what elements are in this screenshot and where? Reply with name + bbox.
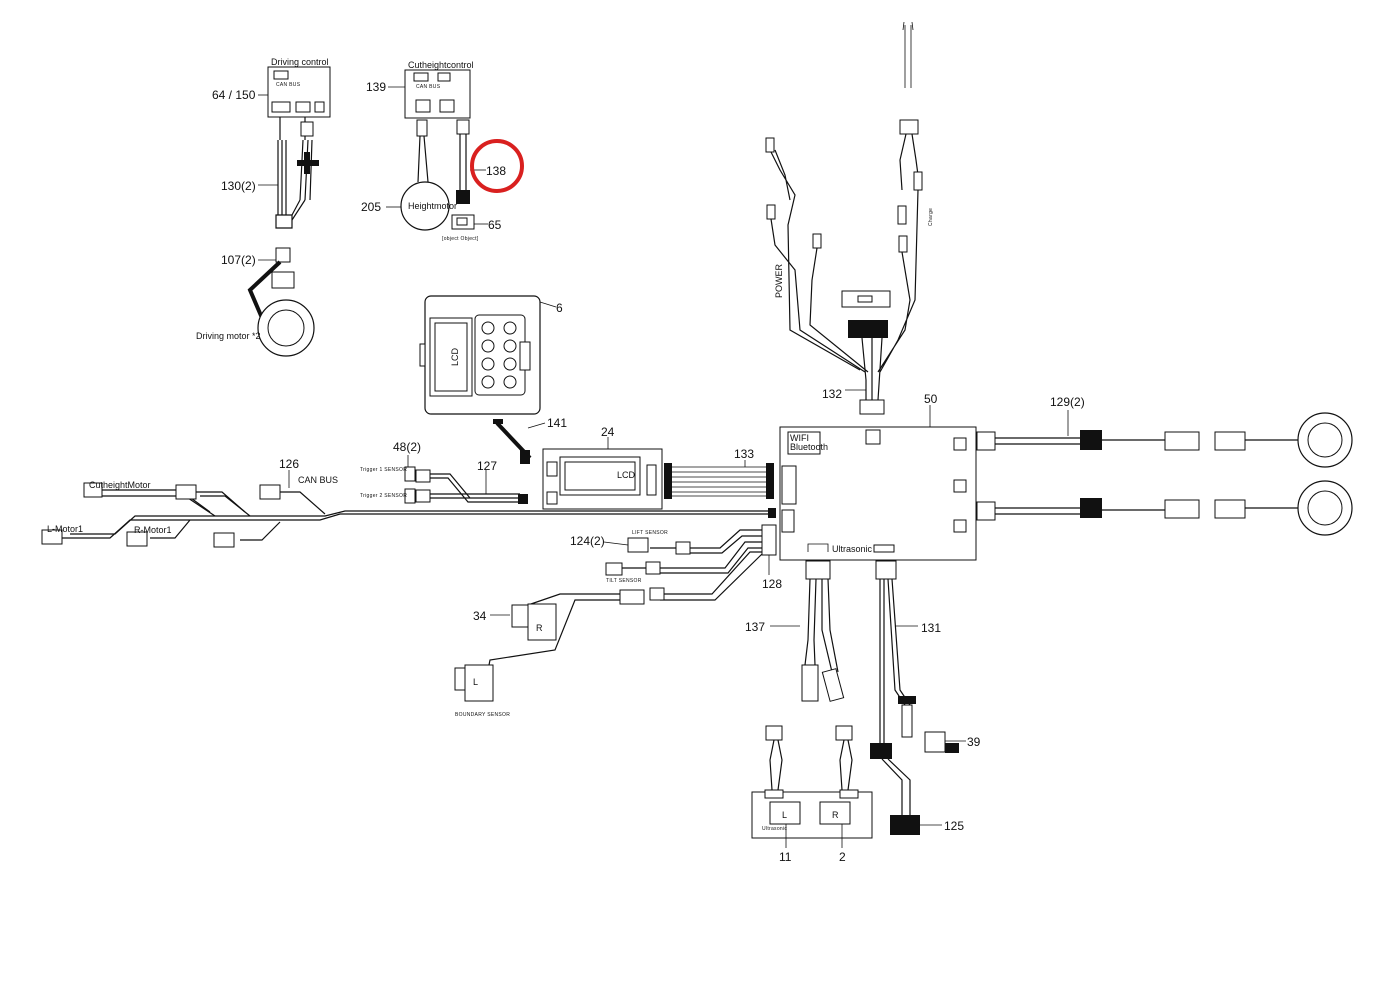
callout-137[interactable]: 137 — [745, 620, 765, 634]
callout-127[interactable]: 127 — [477, 459, 497, 473]
motor-harness-129-upper[interactable] — [976, 412, 1353, 468]
cutheight-can-bus-label: CAN BUS — [416, 84, 441, 90]
callout-24[interactable]: 24 — [601, 425, 615, 439]
power-harness-132[interactable]: Charge POWER — [765, 21, 934, 415]
part-141[interactable] — [493, 419, 532, 464]
main-board-wifi-label: WIFI — [790, 433, 809, 443]
callout-131[interactable]: 131 — [921, 621, 941, 635]
trigger-sensor-1-label: Trigger 1 SENSOR — [360, 467, 407, 473]
callout-11[interactable]: 11 — [779, 850, 792, 864]
lcd-board-24[interactable]: LCD — [542, 448, 663, 510]
cutheight-control-title: Cutheightcontrol — [408, 60, 474, 70]
callout-130[interactable]: 130(2) — [221, 179, 256, 193]
harness-128[interactable]: LIFT SENSOR TILT SENSOR — [605, 524, 777, 601]
driving-motor[interactable]: Driving motor *2 — [196, 247, 315, 357]
callout-141[interactable]: 141 — [547, 416, 567, 430]
board-24-lcd-label: LCD — [617, 470, 636, 480]
callout-128[interactable]: 128 — [762, 577, 782, 591]
display-lcd-label: LCD — [450, 347, 460, 366]
harness-131[interactable] — [870, 560, 920, 835]
callout-139[interactable]: 139 — [366, 80, 386, 94]
callout-64-150[interactable]: 64 / 150 — [212, 88, 256, 102]
highlight-ring-138 — [470, 139, 524, 193]
callout-205[interactable]: 205 — [361, 200, 381, 214]
tilt-sensor-label: TILT SENSOR — [606, 578, 642, 584]
callout-133[interactable]: 133 — [734, 447, 754, 461]
power-lead-label: POWER — [774, 263, 784, 298]
lift-sensor-label: LIFT SENSOR — [632, 530, 668, 536]
ribbon-cable-133[interactable] — [664, 463, 774, 499]
main-board-ultrasonic-label: Ultrasonic — [832, 544, 873, 554]
callout-138[interactable]: 138 — [486, 164, 506, 178]
callout-34[interactable]: 34 — [473, 609, 487, 623]
l-motor-label: L-Motor1 — [47, 524, 83, 534]
callout-129[interactable]: 129(2) — [1050, 395, 1085, 409]
harness-137[interactable] — [801, 560, 845, 702]
rain-sensor-r: R — [536, 623, 543, 633]
trigger-sensors-48[interactable]: Trigger 1 SENSOR Trigger 2 SENSOR — [360, 466, 528, 504]
driving-motor-label: Driving motor *2 — [196, 331, 261, 341]
driving-control-module[interactable]: Driving control CAN BUS — [267, 57, 331, 118]
motor-harness-129-lower[interactable] — [976, 480, 1353, 536]
callout-126[interactable]: 126 — [279, 457, 299, 471]
harness-138[interactable] — [456, 119, 470, 204]
callout-2[interactable]: 2 — [839, 850, 846, 864]
callout-132[interactable]: 132 — [822, 387, 842, 401]
display-panel[interactable]: LCD — [419, 295, 541, 415]
cutheight-control-module[interactable]: Cutheightcontrol CAN BUS — [404, 60, 474, 119]
cutheight-motor-label: CutheightMotor — [89, 480, 151, 490]
part-39[interactable] — [924, 731, 959, 753]
callout-65[interactable]: 65 — [488, 218, 502, 232]
harness-126[interactable]: CutheightMotor CAN BUS L-Motor1 R-Motor1 — [41, 475, 776, 548]
callout-50[interactable]: 50 — [924, 392, 938, 406]
trigger-sensor-2-label: Trigger 2 SENSOR — [360, 493, 407, 499]
height-motor[interactable]: Heightmotor — [400, 119, 457, 231]
height-sensor[interactable]: [object Object] — [442, 214, 479, 242]
boundary-sensor-34[interactable]: R L BOUNDARY SENSOR — [454, 589, 645, 718]
height-motor-label: Heightmotor — [408, 201, 457, 211]
driving-can-bus-label: CAN BUS — [276, 82, 301, 88]
callout-48[interactable]: 48(2) — [393, 440, 421, 454]
harness-130[interactable] — [275, 117, 319, 229]
height-sensor-label: [object Object] — [442, 236, 479, 242]
callout-6[interactable]: 6 — [556, 301, 563, 315]
callout-125[interactable]: 125 — [944, 819, 964, 833]
boundary-sensor-label: BOUNDARY SENSOR — [455, 712, 510, 718]
callout-124[interactable]: 124(2) — [570, 534, 605, 548]
callout-107[interactable]: 107(2) — [221, 253, 256, 267]
ultrasonic-sensors[interactable]: L R Ultrasonic — [751, 725, 873, 839]
driving-control-title: Driving control — [271, 57, 329, 67]
ultrasonic-l-label: L — [782, 810, 787, 820]
main-board-bluetooth-label: Bluetooth — [790, 442, 828, 452]
rain-sensor-l: L — [473, 677, 478, 687]
ultrasonic-unit-label: Ultrasonic — [762, 826, 787, 832]
ultrasonic-r-label: R — [832, 810, 839, 820]
can-bus-label: CAN BUS — [298, 475, 338, 485]
charge-label: Charge — [928, 208, 934, 226]
r-motor-label: R-Motor1 — [134, 525, 172, 535]
main-board-50[interactable]: WIFI Bluetooth Ultrasonic — [779, 426, 977, 561]
callout-39[interactable]: 39 — [967, 735, 981, 749]
